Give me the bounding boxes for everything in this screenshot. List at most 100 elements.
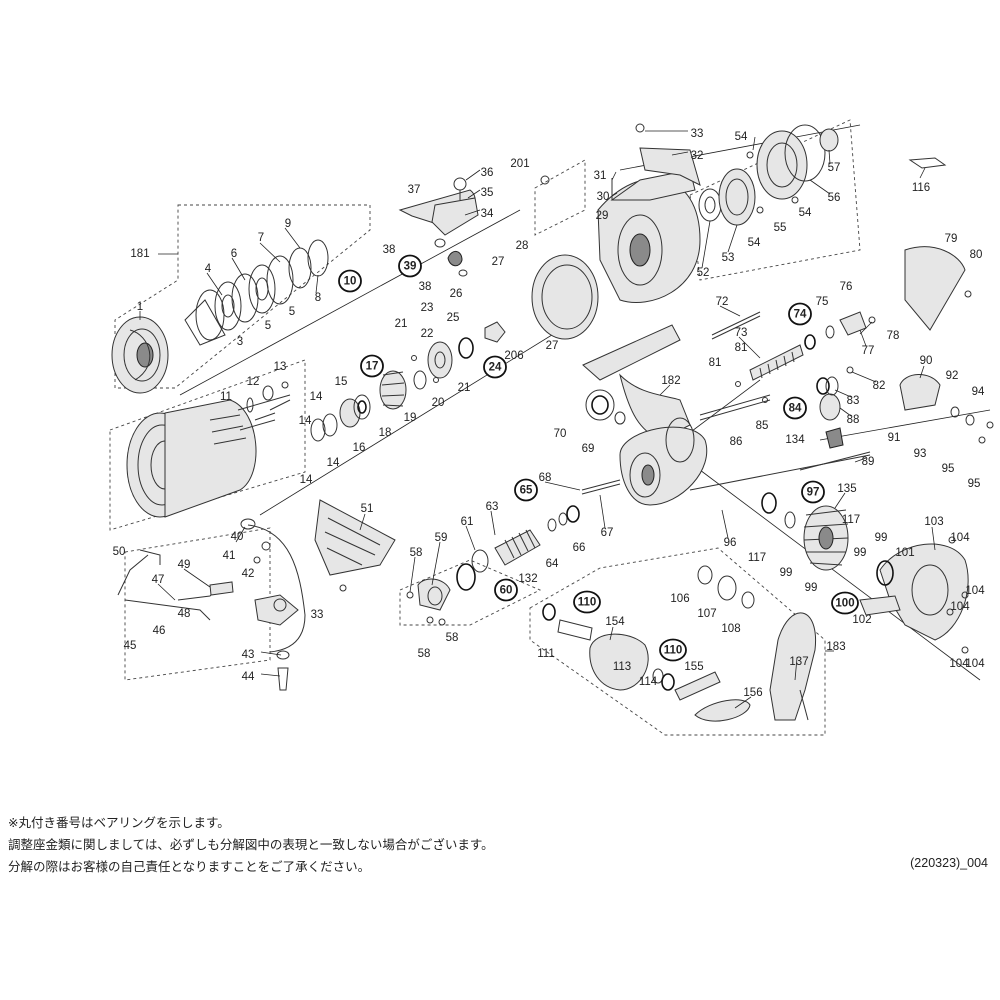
part-number-42: 42	[242, 568, 255, 580]
part-number-155: 155	[684, 661, 703, 673]
bearing-callout-110: 110	[573, 590, 601, 614]
part-number-21: 21	[395, 318, 408, 330]
part-number-77: 77	[862, 345, 875, 357]
bearing-callout-110: 110	[659, 638, 687, 662]
bearing-callout-65: 65	[514, 478, 538, 502]
body-cover	[859, 536, 969, 654]
part-number-63: 63	[486, 501, 499, 513]
shafts	[581, 311, 871, 495]
part-number-201: 201	[510, 158, 529, 170]
right-gear-parts	[804, 157, 994, 449]
part-number-58: 58	[418, 648, 431, 660]
part-number-33: 33	[311, 609, 324, 621]
part-number-14: 14	[327, 457, 340, 469]
bearing-callout-97: 97	[801, 480, 825, 504]
bail-arm-parts	[398, 177, 479, 277]
part-number-28: 28	[516, 240, 529, 252]
part-number-57: 57	[828, 162, 841, 174]
part-number-44: 44	[242, 671, 255, 683]
part-number-58: 58	[410, 547, 423, 559]
part-number-45: 45	[124, 640, 137, 652]
bearing-callout-60: 60	[494, 578, 518, 602]
group-spool-box	[109, 359, 306, 531]
bearing-circle	[494, 578, 518, 602]
part-number-134: 134	[785, 434, 805, 446]
part-number-107: 107	[697, 608, 716, 620]
foot-and-bail	[117, 381, 396, 691]
part-number-14: 14	[300, 474, 313, 486]
bearing-circle	[483, 355, 507, 379]
part-number-11: 11	[220, 391, 232, 403]
part-number-99: 99	[854, 547, 867, 559]
bearing-callout-10: 10	[338, 269, 362, 293]
part-number-47: 47	[152, 574, 165, 586]
part-number-14: 14	[299, 415, 312, 427]
part-number-8: 8	[315, 292, 321, 304]
part-number-18: 18	[379, 427, 392, 439]
part-number-70: 70	[554, 428, 567, 440]
bearing-callout-24: 24	[483, 355, 507, 379]
part-number-116: 116	[912, 182, 930, 194]
part-number-111: 111	[537, 648, 554, 660]
part-number-91: 91	[888, 432, 901, 444]
part-number-89: 89	[862, 456, 875, 468]
part-number-135: 135	[837, 483, 856, 495]
bearing-number-84: 84	[789, 403, 802, 415]
part-number-31: 31	[594, 170, 607, 182]
part-number-61: 61	[461, 516, 474, 528]
bearing-circle	[360, 354, 384, 378]
part-number-54: 54	[748, 237, 761, 249]
part-number-79: 79	[945, 233, 958, 245]
part-number-23: 23	[421, 302, 434, 314]
part-number-68: 68	[539, 472, 552, 484]
part-number-94: 94	[972, 386, 985, 398]
bearing-number-17: 17	[366, 361, 379, 373]
part-number-46: 46	[153, 625, 166, 637]
note-line: 分解の際はお客様の自己責任となりますことをご了承ください。	[8, 859, 371, 874]
part-number-104: 104	[950, 532, 970, 544]
part-number-206: 206	[504, 350, 523, 362]
notes-block: ※丸付き番号はベアリングを示します。 調整座金類に関しましては、必ずしも分解図中…	[8, 812, 494, 878]
part-number-85: 85	[756, 420, 769, 432]
bearing-number-10: 10	[344, 276, 357, 288]
bearing-callout-39: 39	[398, 254, 422, 278]
part-number-19: 19	[404, 412, 417, 424]
part-number-32: 32	[691, 150, 704, 162]
part-number-50: 50	[113, 546, 126, 558]
part-number-99: 99	[875, 532, 888, 544]
bearing-circle	[514, 478, 538, 502]
part-number-3: 3	[237, 336, 243, 348]
part-number-117: 117	[842, 514, 860, 526]
part-number-75: 75	[816, 296, 829, 308]
spool-front-cap	[111, 316, 169, 394]
part-number-22: 22	[421, 328, 434, 340]
part-number-137: 137	[789, 656, 808, 668]
part-number-26: 26	[450, 288, 463, 300]
part-number-82: 82	[873, 380, 886, 392]
part-number-34: 34	[481, 208, 494, 220]
part-number-104: 104	[950, 601, 970, 613]
part-number-64: 64	[546, 558, 559, 570]
part-number-12: 12	[247, 376, 260, 388]
part-number-59: 59	[435, 532, 448, 544]
part-number-80: 80	[970, 249, 983, 261]
part-number-30: 30	[597, 191, 610, 203]
part-number-56: 56	[828, 192, 841, 204]
part-number-181: 181	[130, 248, 149, 260]
part-number-35: 35	[481, 187, 494, 199]
bearing-number-100: 100	[835, 598, 854, 610]
part-number-103: 103	[924, 516, 943, 528]
part-number-76: 76	[840, 281, 853, 293]
bearing-callout-84: 84	[783, 396, 807, 420]
part-number-104: 104	[965, 658, 985, 670]
bearing-circle	[801, 480, 825, 504]
leader-lines	[139, 130, 936, 709]
part-number-81: 81	[709, 357, 722, 369]
bearing-number-97: 97	[807, 487, 820, 499]
part-number-88: 88	[847, 414, 860, 426]
part-number-49: 49	[178, 559, 191, 571]
part-number-5: 5	[265, 320, 271, 332]
part-number-58: 58	[446, 632, 459, 644]
